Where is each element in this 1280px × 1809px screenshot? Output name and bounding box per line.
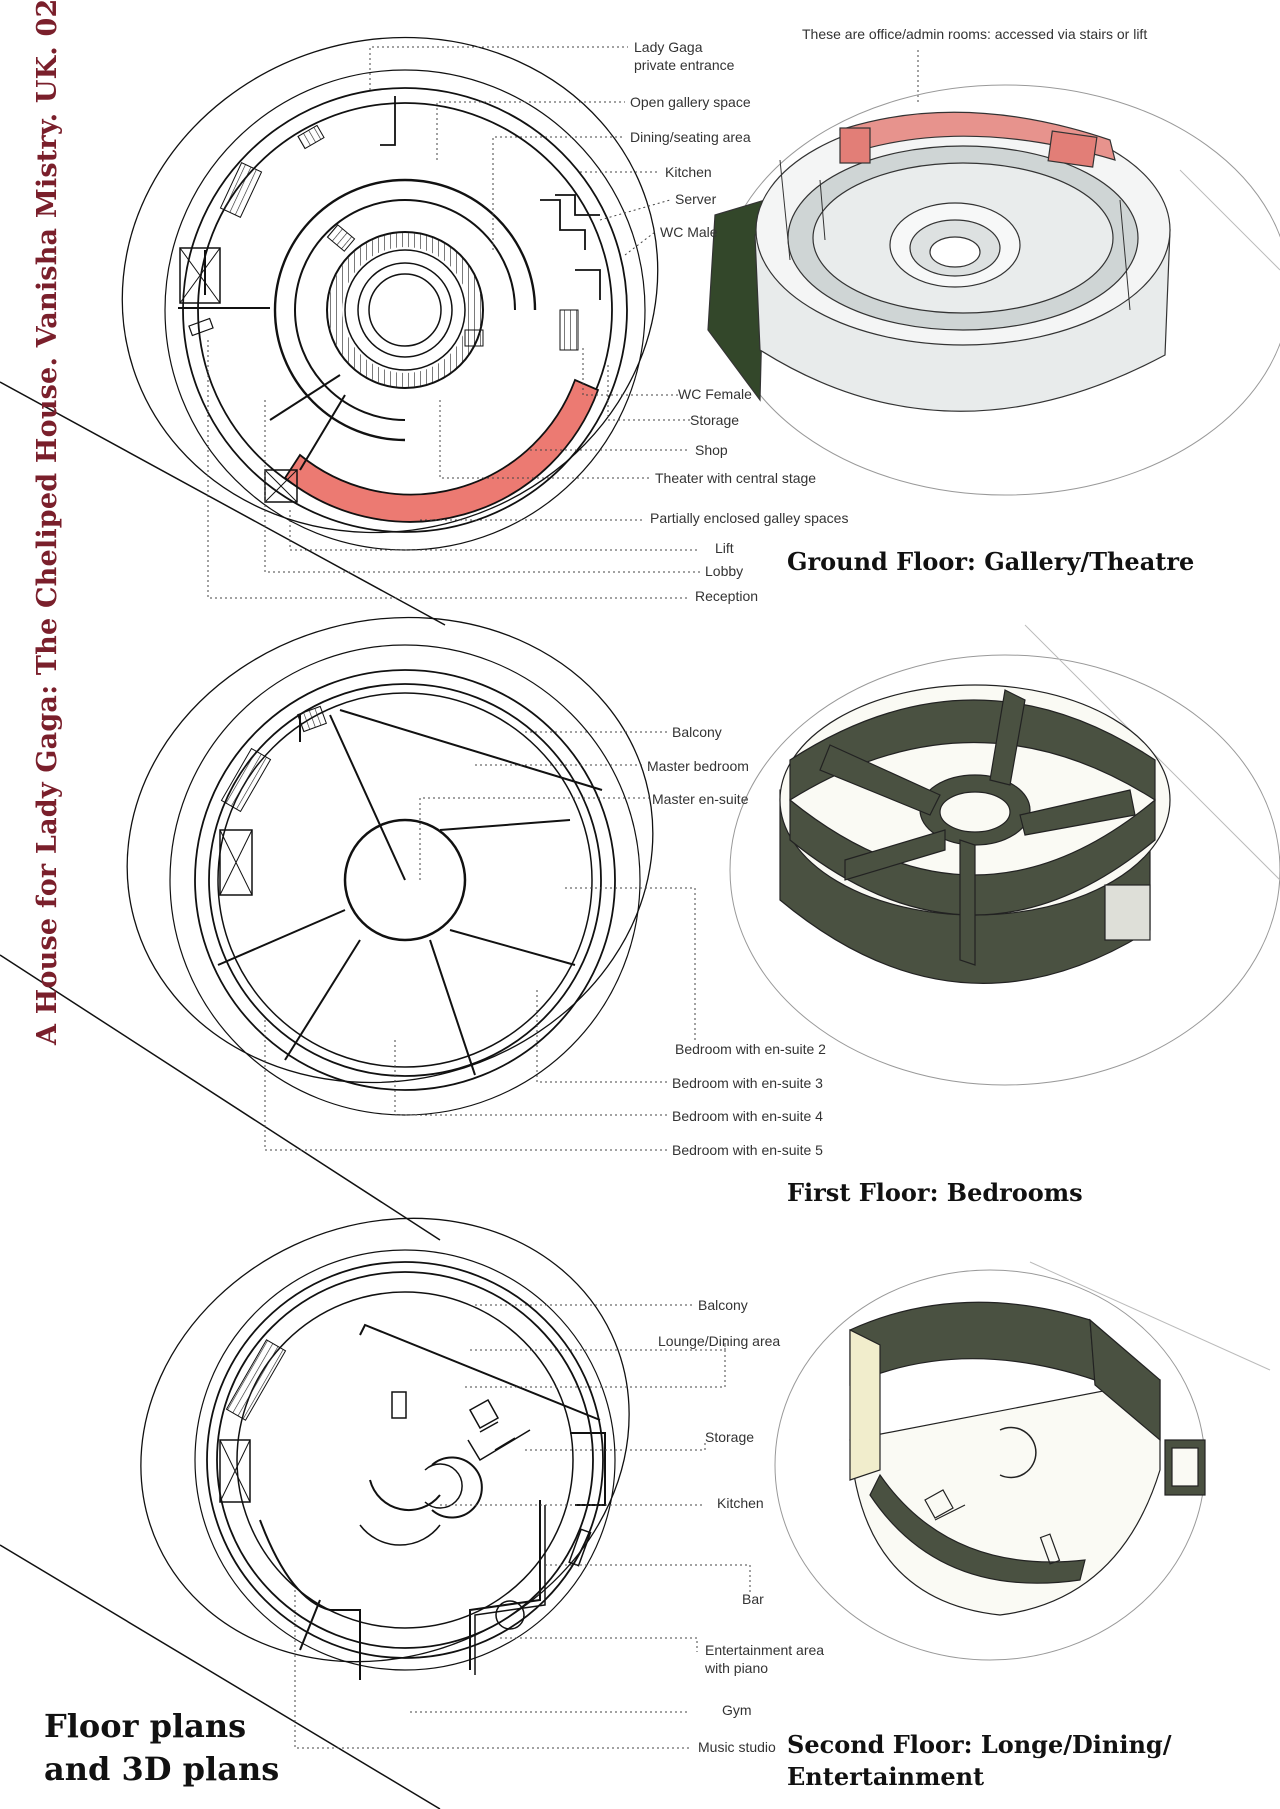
label-bar: Bar (742, 1591, 764, 1607)
diagonal-line (0, 1544, 441, 1809)
second-floor-heading-line2: Entertainment (787, 1762, 985, 1791)
ground-floor-heading: Ground Floor: Gallery/Theatre (787, 547, 1195, 576)
label-lift: Lift (715, 540, 734, 556)
label-private-entrance: Lady Gaga private entrance (634, 39, 735, 73)
first-floor-heading: First Floor: Bedrooms (787, 1178, 1083, 1207)
label-bedroom-3: Bedroom with en-suite 3 (672, 1075, 823, 1091)
label-wc-female: WC Female (678, 386, 752, 402)
label-gallery-spaces: Partially enclosed galley spaces (650, 510, 849, 526)
label-bedroom-2: Bedroom with en-suite 2 (675, 1041, 826, 1057)
label-storage-2: Storage (705, 1429, 755, 1445)
label-dining-seating: Dining/seating area (630, 129, 751, 145)
second-floor-leaders (294, 1304, 751, 1749)
label-master-bedroom: Master bedroom (647, 758, 749, 774)
label-entertainment: Entertainment area with piano (705, 1642, 825, 1676)
label-lobby: Lobby (705, 563, 744, 579)
ground-floor-leaders (207, 46, 919, 599)
label-balcony-2: Balcony (698, 1297, 748, 1313)
diagonal-line (0, 381, 446, 626)
label-balcony: Balcony (672, 724, 722, 740)
first-floor-leaders (264, 731, 696, 1151)
label-open-gallery: Open gallery space (630, 94, 751, 110)
diagonal-line (0, 954, 441, 1241)
second-floor-heading-line1: Second Floor: Longe/Dining/ (787, 1730, 1172, 1759)
label-server: Server (675, 191, 717, 207)
label-bedroom-5: Bedroom with en-suite 5 (672, 1142, 823, 1158)
label-gym: Gym (722, 1702, 752, 1718)
admin-note-label: These are office/admin rooms: accessed v… (802, 26, 1148, 42)
label-master-ensuite: Master en-suite (652, 791, 749, 807)
label-lounge-dining: Lounge/Dining area (658, 1333, 781, 1349)
label-kitchen: Kitchen (665, 164, 712, 180)
label-shop: Shop (695, 442, 728, 458)
ground-floor-3d-model (707, 84, 1280, 496)
second-floor-heading: Second Floor: Longe/Dining/ Entertainmen… (787, 1729, 1171, 1793)
label-bedroom-4: Bedroom with en-suite 4 (672, 1108, 823, 1124)
label-wc-male: WC Male (660, 224, 718, 240)
footer-title-line1: Floor plans (44, 1707, 247, 1745)
footer-title-line2: and 3D plans (44, 1750, 280, 1788)
ground-floor-plan (121, 36, 659, 551)
second-floor-plan (140, 1217, 630, 1680)
label-music-studio: Music studio (698, 1739, 776, 1755)
second-floor-3d-model (774, 1261, 1271, 1661)
label-theater: Theater with central stage (655, 470, 817, 486)
label-storage: Storage (690, 412, 740, 428)
first-floor-3d-model (729, 624, 1280, 1086)
first-floor-plan (126, 616, 654, 1116)
page-vertical-title: A House for Lady Gaga: The Cheliped Hous… (32, 0, 63, 1045)
label-reception: Reception (695, 588, 759, 604)
label-kitchen-2: Kitchen (717, 1495, 764, 1511)
